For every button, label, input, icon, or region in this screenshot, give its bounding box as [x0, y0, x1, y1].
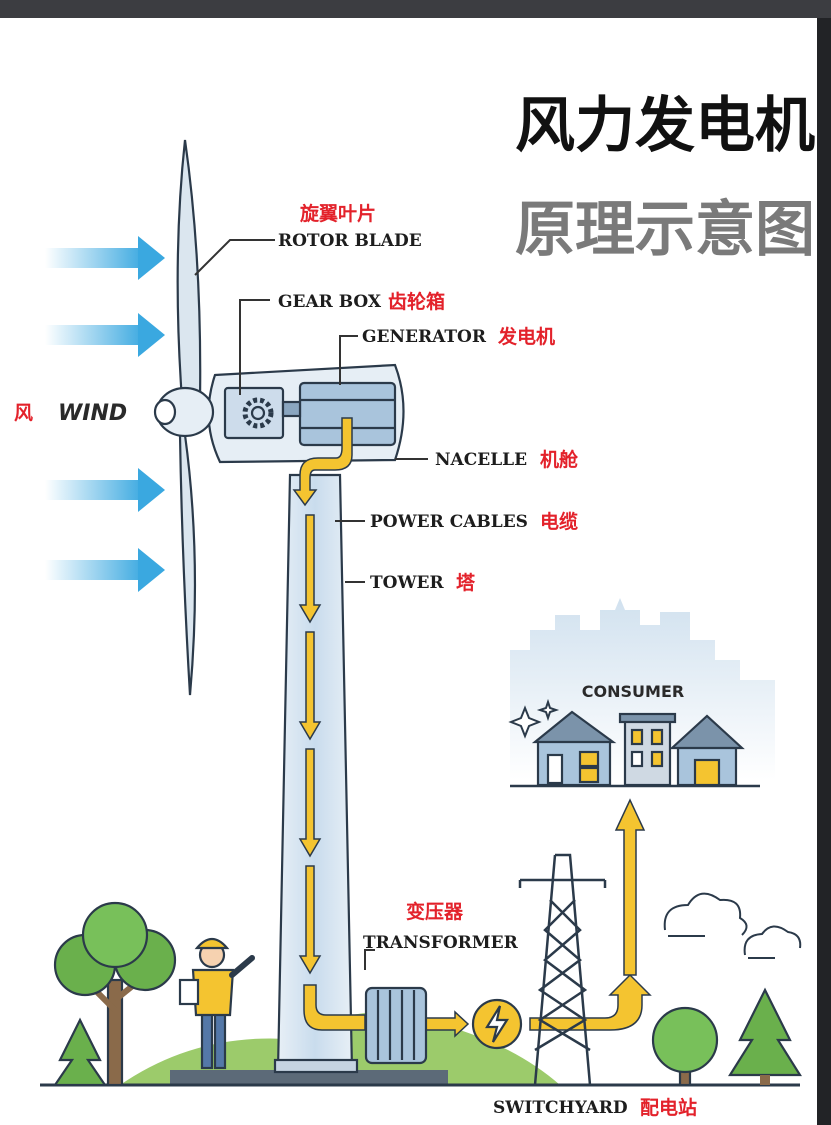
house-icon	[531, 710, 617, 787]
generator-en: GENERATOR	[362, 327, 487, 347]
nacelle	[207, 363, 405, 464]
wind-arrow-icon	[45, 313, 165, 357]
wind-arrow-icon	[45, 236, 165, 280]
rotor	[153, 139, 215, 696]
generator-cn: 发电机	[497, 325, 555, 348]
gear-box-en: GEAR BOX	[278, 292, 382, 312]
transformer-cn: 变压器	[406, 900, 464, 923]
wind-arrow-icon	[45, 468, 165, 512]
tower-en: TOWER	[370, 573, 445, 593]
window-right-edge	[817, 18, 831, 1125]
house-icon	[618, 712, 677, 787]
window-top-bar	[0, 0, 831, 18]
rotor-blade-cn: 旋翼叶片	[299, 202, 376, 225]
worker-icon	[178, 937, 255, 1070]
wind-en: WIND	[58, 401, 127, 426]
house-icon	[669, 714, 745, 787]
wind-cn: 风	[14, 402, 33, 424]
tree-icon	[651, 1006, 719, 1087]
gear-box-cn: 齿轮箱	[388, 290, 445, 313]
gear-icon	[242, 397, 274, 429]
title-line-1: 风力发电机	[515, 91, 815, 161]
nacelle-en: NACELLE	[435, 450, 527, 470]
lightning-icon	[471, 998, 523, 1050]
transformer	[364, 986, 428, 1065]
title-line-2: 原理示意图	[515, 195, 815, 265]
tree-icon	[52, 1017, 108, 1087]
wind-arrow-icon	[45, 548, 165, 592]
sparkle-icon	[508, 698, 560, 739]
consumer-houses	[508, 698, 760, 788]
switchyard-pylon	[518, 853, 607, 1086]
rotor-blade-en: ROTOR BLADE	[278, 231, 422, 251]
switchyard-en: SWITCHYARD	[493, 1098, 628, 1118]
power-cables-en: POWER CABLES	[370, 512, 528, 532]
tower-cn: 塔	[456, 571, 476, 594]
transformer-en: TRANSFORMER	[363, 933, 519, 953]
power-cables-cn: 电缆	[540, 510, 578, 533]
tree-icon	[53, 901, 177, 1087]
switchyard-cn: 配电站	[640, 1096, 697, 1119]
nacelle-cn: 机舱	[540, 448, 579, 471]
energy-flow	[292, 417, 652, 1038]
tree-icon	[728, 987, 802, 1085]
consumer-label: CONSUMER	[582, 682, 684, 701]
cloud-icon	[743, 925, 802, 959]
wind-arrows	[45, 236, 165, 592]
cloud-icon	[663, 892, 748, 937]
turbine-tower	[276, 473, 354, 1072]
